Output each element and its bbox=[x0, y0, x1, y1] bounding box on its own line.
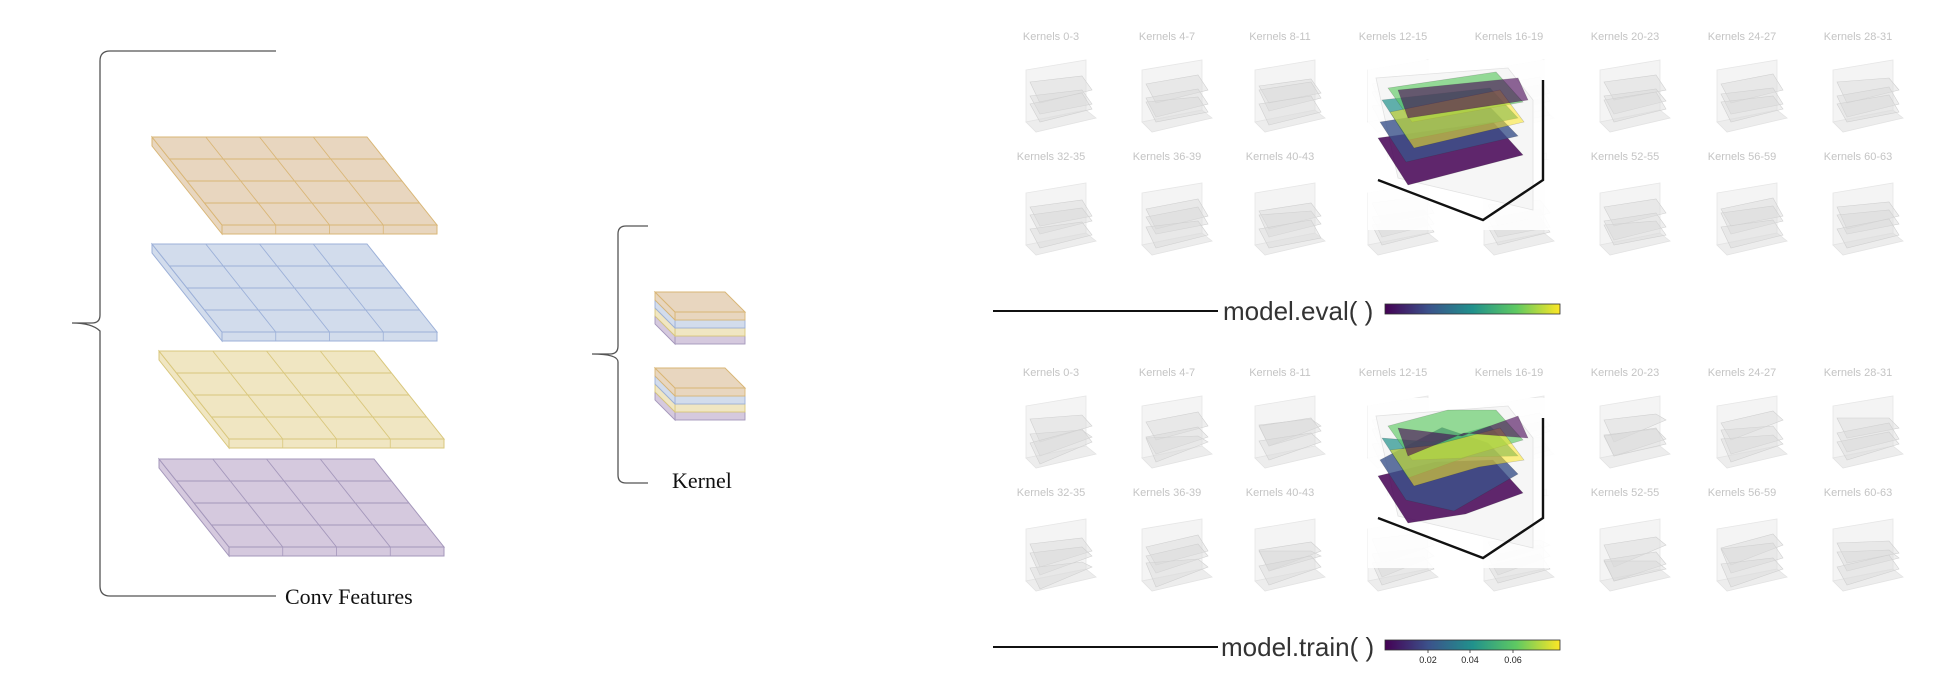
colorbar-tick-label: 0.02 bbox=[1419, 655, 1437, 665]
subplot-title: Kernels 4-7 bbox=[1139, 31, 1195, 43]
surface-thumbnail bbox=[1716, 518, 1788, 592]
surface-thumbnail bbox=[1254, 518, 1326, 592]
subplot-title: Kernels 60-63 bbox=[1824, 151, 1893, 163]
kernel-stacks bbox=[653, 290, 747, 422]
subplot-title: Kernels 4-7 bbox=[1139, 367, 1195, 379]
surface-thumbnail bbox=[1832, 518, 1904, 592]
feature-layer bbox=[150, 242, 439, 343]
subplot-title: Kernels 28-31 bbox=[1824, 31, 1893, 43]
surface-thumbnail bbox=[1141, 395, 1213, 469]
subplot-title: Kernels 56-59 bbox=[1708, 151, 1777, 163]
train-colorbar bbox=[1384, 639, 1561, 651]
surface-thumbnail bbox=[1716, 395, 1788, 469]
eval-colorbar bbox=[1384, 303, 1561, 315]
surface-layer bbox=[1397, 415, 1529, 457]
zoom-axes bbox=[1377, 418, 1545, 560]
zoomed-surface-eval bbox=[1368, 60, 1558, 230]
subplot-title: Kernels 60-63 bbox=[1824, 487, 1893, 499]
subplot-title: Kernels 16-19 bbox=[1475, 31, 1544, 43]
subplot-title: Kernels 40-43 bbox=[1246, 487, 1315, 499]
surface-thumbnail bbox=[1832, 395, 1904, 469]
kernel-stack bbox=[653, 290, 747, 346]
left-panel: Conv Features Kernel bbox=[71, 50, 747, 609]
surface-layer bbox=[1397, 77, 1529, 119]
subplot-title: Kernels 36-39 bbox=[1133, 151, 1202, 163]
colorbar-tick-label: 0.04 bbox=[1461, 655, 1479, 665]
subplot-title: Kernels 40-43 bbox=[1246, 151, 1315, 163]
surface-thumbnail bbox=[1025, 518, 1097, 592]
subplot-title: Kernels 8-11 bbox=[1249, 31, 1311, 43]
subplot-title: Kernels 20-23 bbox=[1591, 31, 1660, 43]
surface-thumbnail bbox=[1141, 59, 1213, 133]
subplot-title: Kernels 8-11 bbox=[1249, 367, 1311, 379]
surface-thumbnail bbox=[1254, 59, 1326, 133]
surface-thumbnail bbox=[1254, 395, 1326, 469]
zoom-axes bbox=[1377, 80, 1545, 222]
colorbar-ticks: 0.02 0.04 0.06 bbox=[1419, 650, 1522, 665]
surface-thumbnail bbox=[1025, 59, 1097, 133]
train-label: model.train( ) bbox=[1221, 632, 1374, 662]
subplot-title: Kernels 32-35 bbox=[1017, 487, 1086, 499]
subplot-title: Kernels 24-27 bbox=[1708, 31, 1777, 43]
surface-thumbnail bbox=[1599, 59, 1671, 133]
kernel-label: Kernel bbox=[672, 468, 732, 493]
surface-thumbnail bbox=[1254, 182, 1326, 256]
feature-layer bbox=[157, 457, 446, 558]
surface-thumbnail bbox=[1599, 518, 1671, 592]
feature-layer bbox=[157, 349, 446, 450]
surface-thumbnail bbox=[1716, 59, 1788, 133]
subplot-title: Kernels 24-27 bbox=[1708, 367, 1777, 379]
subplot-title: Kernels 12-15 bbox=[1359, 31, 1428, 43]
subplot-title: Kernels 28-31 bbox=[1824, 367, 1893, 379]
kernel-brace bbox=[591, 225, 648, 484]
surface-thumbnail bbox=[1141, 182, 1213, 256]
subplot-title: Kernels 16-19 bbox=[1475, 367, 1544, 379]
surface-thumbnail bbox=[1025, 395, 1097, 469]
colorbar-tick-label: 0.06 bbox=[1504, 655, 1522, 665]
feature-layer bbox=[150, 135, 439, 236]
surface-thumbnail bbox=[1025, 182, 1097, 256]
surface-layer bbox=[1389, 427, 1525, 487]
kernel-stack bbox=[653, 366, 747, 422]
surface-thumbnail bbox=[1599, 182, 1671, 256]
subplot-title: Kernels 36-39 bbox=[1133, 487, 1202, 499]
subplot-title: Kernels 20-23 bbox=[1591, 367, 1660, 379]
surface-thumbnail bbox=[1716, 182, 1788, 256]
subplot-title: Kernels 56-59 bbox=[1708, 487, 1777, 499]
surface-thumbnail bbox=[1599, 395, 1671, 469]
subplot-title: Kernels 32-35 bbox=[1017, 151, 1086, 163]
surface-thumbnail bbox=[1832, 182, 1904, 256]
surface-thumbnail bbox=[1141, 518, 1213, 592]
zoomed-surface-train bbox=[1368, 398, 1558, 568]
feature-layers bbox=[150, 135, 446, 558]
conv-features-label: Conv Features bbox=[285, 584, 413, 609]
eval-label: model.eval( ) bbox=[1223, 296, 1373, 326]
conv-features-brace bbox=[71, 50, 276, 597]
surface-thumbnail bbox=[1832, 59, 1904, 133]
subplot-title: Kernels 52-55 bbox=[1591, 151, 1660, 163]
subplot-title: Kernels 0-3 bbox=[1023, 367, 1079, 379]
subplot-title: Kernels 0-3 bbox=[1023, 31, 1079, 43]
subplot-title: Kernels 52-55 bbox=[1591, 487, 1660, 499]
subplot-title: Kernels 12-15 bbox=[1359, 367, 1428, 379]
